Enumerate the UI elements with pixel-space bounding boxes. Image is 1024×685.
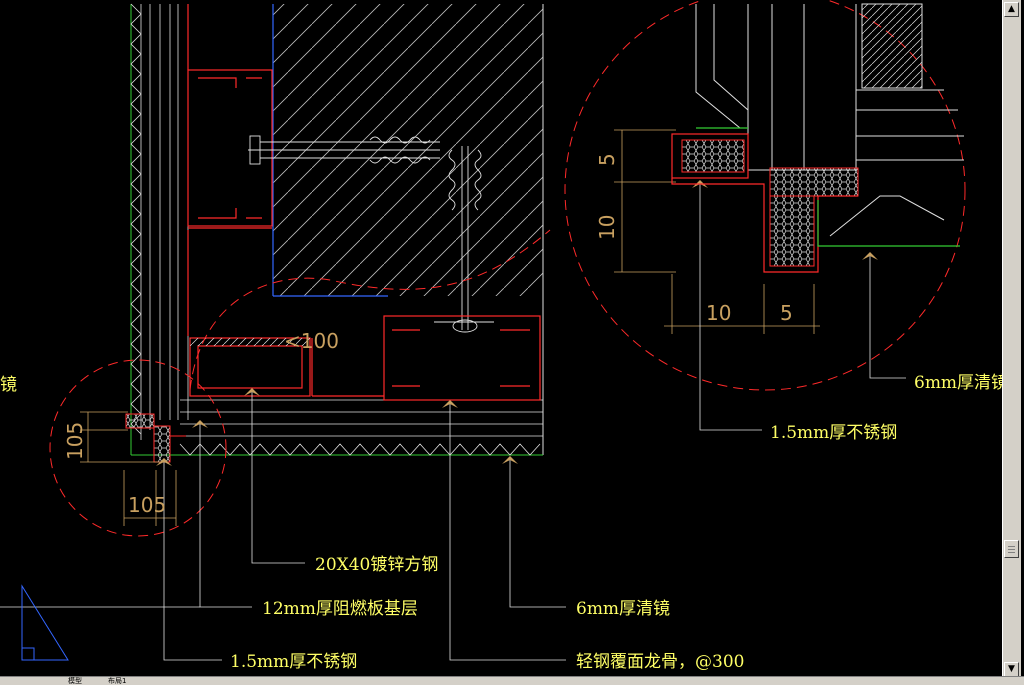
label-fire-board: 12mm厚阻燃板基层 — [262, 599, 418, 619]
anchor-bolt — [248, 135, 494, 333]
label-keel: 轻钢覆面龙骨，@300 — [576, 652, 744, 672]
leader-lines — [0, 184, 906, 661]
scroll-thumb[interactable] — [1004, 540, 1019, 558]
wall-hatch — [272, 4, 544, 455]
dim-less-100: <100 — [284, 329, 339, 353]
tab-layout1[interactable]: 布局1 — [108, 677, 127, 685]
galvanized-steel-tube — [189, 315, 541, 401]
label-stainless-right: 1.5mm厚不锈钢 — [770, 423, 897, 443]
label-galv-steel: 20X40镀锌方钢 — [315, 555, 438, 575]
dim-detail-h-left: 10 — [706, 301, 731, 325]
keel-profile-top — [187, 4, 273, 336]
dim-left-vertical: 105 — [63, 422, 87, 460]
label-stainless-left: 1.5mm厚不锈钢 — [230, 652, 357, 672]
detail-drawing: 20X40镀锌方钢 12mm厚阻燃板基层 1.5mm厚不锈钢 6mm厚清镜 轻钢… — [0, 0, 1002, 672]
dim-detail-v-bottom: 10 — [595, 215, 619, 240]
detail-callouts — [49, 0, 966, 537]
left-detail — [125, 413, 186, 463]
label-mirror-right: 6mm厚清镜 — [914, 373, 1002, 393]
scroll-up-button[interactable]: ▲ — [1004, 2, 1019, 17]
tab-model[interactable]: 模型 — [68, 677, 82, 685]
board-hatch — [190, 338, 310, 346]
board-layers-horizontal — [179, 399, 543, 456]
dim-left-horizontal: 105 — [128, 493, 166, 517]
enlarged-detail — [671, 3, 964, 273]
scroll-down-button[interactable]: ▼ — [1004, 662, 1019, 677]
layout-tab-bar: 模型 布局1 — [0, 676, 1024, 685]
label-edge-mirror: 镜 — [0, 375, 17, 395]
leader-arrows — [156, 180, 878, 466]
dim-detail-h-right: 5 — [780, 301, 793, 325]
label-mirror-left: 6mm厚清镜 — [576, 599, 670, 619]
dim-detail-v-top: 5 — [595, 153, 619, 166]
ucs-triangle-icon — [21, 584, 69, 661]
vertical-scrollbar[interactable]: ▲ ▼ — [1002, 0, 1021, 680]
dimension-lines — [80, 129, 820, 526]
mirror-finish-vertical — [130, 3, 543, 456]
